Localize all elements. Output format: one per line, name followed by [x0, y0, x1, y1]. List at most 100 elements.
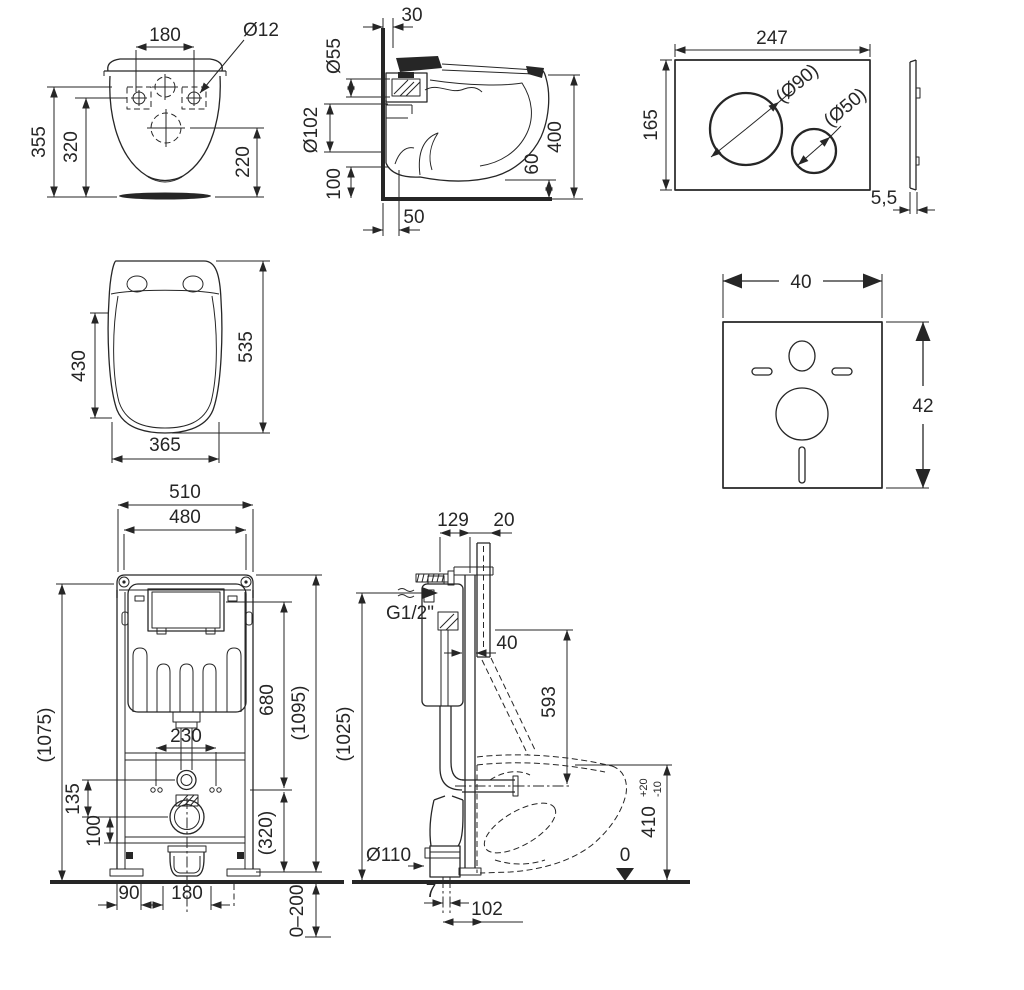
dim-label-side-d55: Ø55	[324, 38, 345, 74]
dim-label-side-410: 410	[639, 806, 660, 838]
dim-side-floor-zero: 0	[616, 845, 634, 881]
dim-plate-width-247: 247	[674, 28, 871, 57]
installation-frame-front-view: 510 480 (1075) 135 100 230 680 (320) (10	[35, 482, 344, 938]
dim-label-frame-480: 480	[169, 507, 201, 528]
dim-label-frame-680: 680	[257, 684, 278, 716]
dim-mat-height-42: 42	[886, 321, 934, 489]
mat-cutouts	[751, 340, 853, 484]
dim-side-depth-129: 129	[437, 510, 471, 573]
dim-label-front-320: 320	[61, 131, 82, 163]
frame-cistern	[121, 583, 253, 713]
dim-seat-width-365: 365	[111, 422, 220, 463]
dim-label-side-20: 20	[493, 510, 514, 531]
dim-label-frame-180: 180	[171, 883, 203, 904]
dim-label-plate-165: 165	[641, 109, 662, 141]
flush-plate-big-button	[708, 91, 784, 167]
dim-frame-height-1095: (1095)	[256, 574, 322, 872]
dim-side-height-593: 593	[495, 629, 573, 784]
dim-frame-offset-100: 100	[84, 815, 170, 847]
dim-side-height-410: 410 +20 -10	[575, 764, 672, 880]
dim-label-side-g12: G1/2"	[386, 603, 434, 624]
dim-frame-height-680: 680	[226, 601, 292, 791]
dim-label-frame-90: 90	[118, 883, 139, 904]
dim-label-side-30: 30	[401, 5, 422, 26]
dim-label-seat-535: 535	[236, 331, 257, 363]
dim-label-frame-0-200: 0–200	[287, 885, 308, 938]
dim-label-side-100: 100	[324, 168, 345, 200]
dim-label-frame-1075: (1075)	[35, 708, 56, 763]
dim-side-height-100: 100	[324, 166, 388, 200]
dim-side-inlet-55: Ø55	[324, 38, 390, 98]
dim-frame-offset-180: 180	[144, 883, 230, 910]
dim-frame-width-510: 510	[117, 482, 254, 572]
dim-side-offset-102: 102	[443, 899, 523, 926]
dim-plate-big-button-d90: (Ø90)	[710, 60, 823, 158]
dim-seat-inner-430: 430	[69, 312, 112, 419]
toilet-front-outline	[103, 58, 227, 200]
dim-label-frame-100: 100	[84, 815, 105, 847]
frame-side-wall	[476, 542, 491, 658]
dim-label-side-d110: Ø110	[366, 845, 411, 866]
flush-plate-side-profile	[909, 59, 921, 191]
dim-seat-length-535: 535	[172, 260, 270, 434]
dim-label-front-d12: Ø12	[243, 20, 279, 41]
frame-side-structure	[415, 566, 494, 876]
dim-label-side-60: 60	[522, 153, 543, 174]
dim-plate-height-165: 165	[641, 59, 672, 191]
dim-label-frame-510: 510	[169, 482, 201, 503]
sound-insulation-mat-view: 40 42	[722, 272, 934, 489]
dim-label-plate-55: 5,5	[871, 188, 897, 209]
dim-frame-width-480: 480	[123, 507, 247, 570]
frame-side-toilet-dashed	[476, 657, 627, 874]
dim-label-mat-40: 40	[790, 272, 811, 293]
frame-side-cistern	[421, 575, 464, 707]
dim-side-offset-30: 30	[363, 5, 423, 48]
dim-label-mat-42: 42	[912, 396, 933, 417]
dim-label-side-tol-minus: -10	[652, 781, 664, 797]
dim-label-plate-d50: (Ø50)	[820, 84, 871, 131]
dim-label-frame-1095: (1095)	[289, 686, 310, 741]
dim-frame-height-320: (320)	[256, 792, 322, 873]
dim-label-side-1025: (1025)	[334, 707, 355, 762]
dim-side-wall-40: 40	[444, 633, 518, 657]
mat-outline	[722, 321, 883, 489]
dim-label-frame-230: 230	[170, 726, 202, 747]
dim-plate-thickness-55: 5,5	[871, 188, 935, 214]
dim-frame-bolt-span-230: 230	[155, 726, 217, 786]
dim-label-side-50: 50	[403, 207, 424, 228]
dim-label-side-0: 0	[620, 845, 631, 866]
dim-side-height-400: 400	[545, 74, 580, 198]
toilet-side-view: 30 Ø55 Ø102 100 400 60 50	[301, 5, 583, 236]
dim-label-side-593: 593	[539, 686, 560, 718]
dim-front-height-355: 355	[29, 86, 117, 198]
side-wall-and-floor	[381, 28, 583, 201]
side-inlet-spigot	[385, 72, 428, 103]
flush-plate-small-button	[790, 127, 838, 175]
dim-label-seat-365: 365	[149, 435, 181, 456]
dim-label-front-355: 355	[29, 126, 50, 158]
dim-side-height-60: 60	[505, 153, 556, 198]
dim-label-side-40: 40	[496, 633, 517, 654]
dim-label-side-102: 102	[471, 899, 503, 920]
dim-side-offset-50: 50	[363, 170, 425, 236]
dim-label-frame-320: (320)	[256, 811, 277, 855]
dim-side-height-1025: (1025)	[334, 592, 430, 880]
dim-label-frame-135: 135	[63, 783, 84, 815]
dim-front-height-320: 320	[61, 97, 127, 197]
dim-side-outlet-102: Ø102	[301, 103, 388, 153]
dim-label-side-400: 400	[545, 121, 566, 153]
installation-frame-side-view: 129 20 G1/2" 40 593 (1025) Ø110 410 +20 …	[334, 510, 690, 926]
side-seat-lid	[396, 56, 544, 78]
dim-mat-width-40: 40	[722, 272, 883, 318]
toilet-front-view: 180 Ø12 355 320 220	[29, 20, 279, 200]
dim-front-bolt-dia-12: Ø12	[199, 20, 279, 94]
dim-label-side-129: 129	[437, 510, 469, 531]
dim-label-side-tol-plus: +20	[638, 778, 650, 797]
dim-label-front-220: 220	[233, 146, 254, 178]
dim-front-height-220: 220	[190, 127, 264, 198]
frame-side-flush-pipe	[439, 706, 572, 797]
dim-frame-adjust-0-200: 0–200	[287, 884, 331, 938]
frame-side-drain-elbow	[424, 795, 464, 878]
